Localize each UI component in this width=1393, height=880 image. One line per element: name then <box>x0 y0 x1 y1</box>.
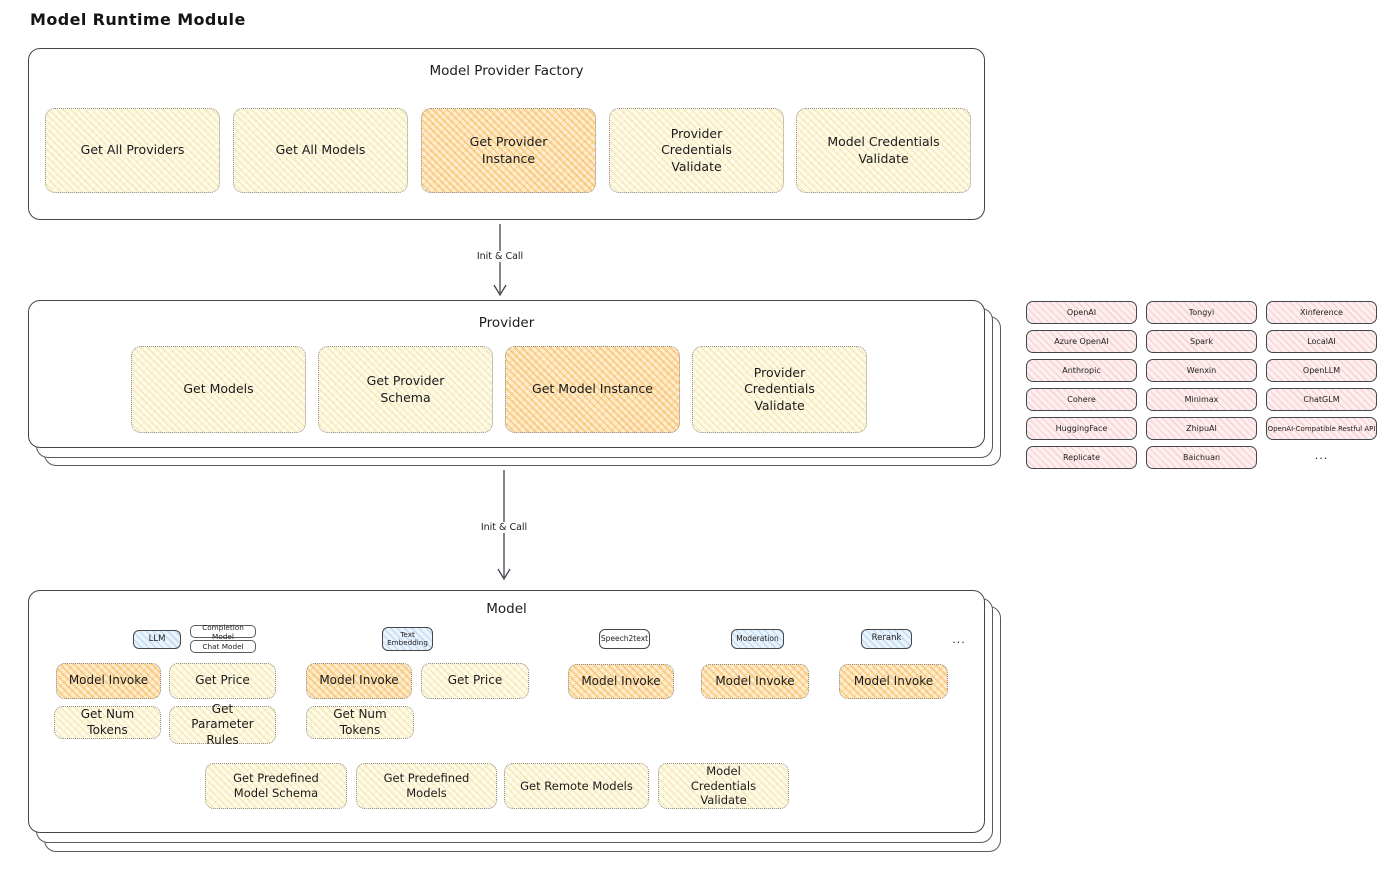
node-llm-model-invoke: Model Invoke <box>56 663 161 699</box>
factory-title: Model Provider Factory <box>429 63 584 79</box>
provider-pill-cohere: Cohere <box>1026 388 1137 411</box>
arrow-label-init-call-2: Init & Call <box>476 522 532 533</box>
provider-pill-openllm: OpenLLM <box>1266 359 1377 382</box>
node-llm-get-price: Get Price <box>169 663 276 699</box>
provider-pill-wenxin: Wenxin <box>1146 359 1257 382</box>
provider-pill-huggingface: HuggingFace <box>1026 417 1137 440</box>
node-rerank-model-invoke: Model Invoke <box>839 664 948 699</box>
node-embedding-get-price: Get Price <box>421 663 529 699</box>
tab-llm: LLM <box>133 630 181 649</box>
tab-rerank: Rerank <box>861 629 912 649</box>
tab-completion-model: Completion Model <box>190 623 256 641</box>
node-get-predefined-model-schema: Get Predefined Model Schema <box>205 763 347 809</box>
node-embedding-get-num-tokens: Get Num Tokens <box>306 706 414 739</box>
tab-chat-model: Chat Model <box>190 640 256 653</box>
node-get-model-instance: Get Model Instance <box>505 346 680 433</box>
node-speech2text-model-invoke: Model Invoke <box>568 664 674 699</box>
tab-moderation: Moderation <box>731 629 784 649</box>
provider-box: Provider Get Models Get Provider Schema … <box>28 300 985 448</box>
tab-speech2text: Speech2text <box>599 629 650 649</box>
provider-pill-localai: LocalAI <box>1266 330 1377 353</box>
node-get-remote-models: Get Remote Models <box>504 763 649 809</box>
model-box: Model LLM Completion Model Chat Model Te… <box>28 590 985 833</box>
node-provider-credentials-validate-2: Provider Credentials Validate <box>692 346 867 433</box>
node-get-all-providers: Get All Providers <box>45 108 220 193</box>
page-title: Model Runtime Module <box>30 10 246 29</box>
provider-pill-tongyi: Tongyi <box>1146 301 1257 324</box>
node-get-models: Get Models <box>131 346 306 433</box>
node-get-predefined-models: Get Predefined Models <box>356 763 497 809</box>
providers-more-ellipsis: ... <box>1314 449 1329 462</box>
provider-pill-spark: Spark <box>1146 330 1257 353</box>
model-types-more-ellipsis: ... <box>952 633 966 646</box>
node-get-provider-schema: Get Provider Schema <box>318 346 493 433</box>
provider-pill-minimax: Minimax <box>1146 388 1257 411</box>
provider-pill-baichuan: Baichuan <box>1146 446 1257 469</box>
tab-text-embedding: Text Embedding <box>382 627 433 651</box>
provider-pill-openai: OpenAI <box>1026 301 1137 324</box>
arrow-label-init-call-1: Init & Call <box>472 251 528 262</box>
node-model-credentials-validate: Model Credentials Validate <box>796 108 971 193</box>
provider-pill-openai-compatible: OpenAI-Compatible Restful API <box>1266 417 1377 440</box>
provider-pill-chatglm: ChatGLM <box>1266 388 1377 411</box>
model-title: Model <box>486 601 527 617</box>
provider-pill-xinference: Xinference <box>1266 301 1377 324</box>
factory-box: Model Provider Factory Get All Providers… <box>28 48 985 220</box>
node-get-all-models: Get All Models <box>233 108 408 193</box>
node-moderation-model-invoke: Model Invoke <box>701 664 809 699</box>
provider-pill-zhipuai: ZhipuAI <box>1146 417 1257 440</box>
provider-pill-anthropic: Anthropic <box>1026 359 1137 382</box>
node-get-provider-instance: Get Provider Instance <box>421 108 596 193</box>
node-llm-get-num-tokens: Get Num Tokens <box>54 706 161 739</box>
node-model-credentials-validate-2: Model Credentials Validate <box>658 763 789 809</box>
node-embedding-model-invoke: Model Invoke <box>306 663 412 699</box>
node-provider-credentials-validate: Provider Credentials Validate <box>609 108 784 193</box>
provider-title: Provider <box>478 315 535 331</box>
node-llm-get-parameter-rules: Get Parameter Rules <box>169 702 276 747</box>
provider-pill-azure-openai: Azure OpenAI <box>1026 330 1137 353</box>
provider-pill-replicate: Replicate <box>1026 446 1137 469</box>
